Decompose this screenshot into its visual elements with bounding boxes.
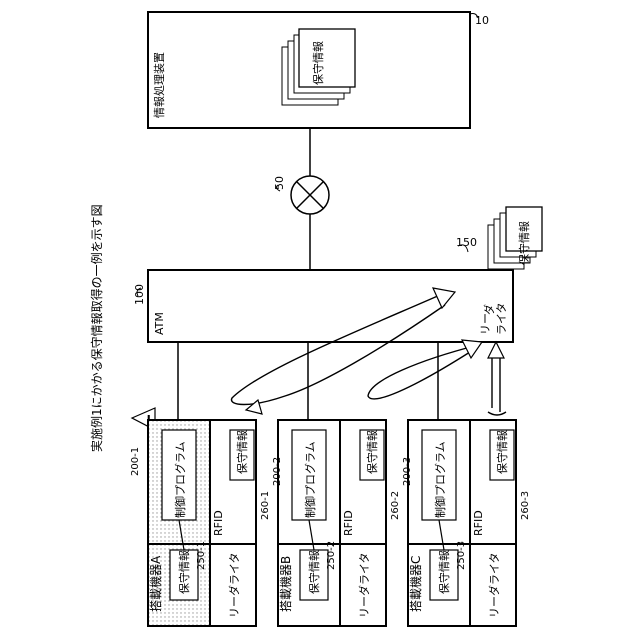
svg-text:搭載機器B: 搭載機器B (278, 556, 293, 612)
network-ref: 50 (273, 176, 286, 190)
svg-text:250-1: 250-1 (196, 541, 207, 570)
svg-text:リーダライタ: リーダライタ (227, 552, 241, 618)
svg-text:250-2: 250-2 (326, 541, 337, 570)
control-program-label: 制御プログラム (303, 441, 317, 518)
svg-text:リーダライタ: リーダライタ (487, 552, 501, 618)
reader-writer-label: リーダライタ (227, 552, 241, 618)
device-info-label: 保守情報 (437, 550, 451, 594)
units-container: 制御プログラム保守情報搭載機器ARFID保守情報リーダライタ200-1250-1… (130, 420, 531, 626)
device-label: 搭載機器A (148, 555, 163, 612)
control-program-label: 制御プログラム (433, 441, 447, 518)
svg-text:ダ: ダ (482, 304, 496, 315)
unit-ref: 200-2 (272, 457, 283, 486)
device-label: 搭載機器C (408, 556, 423, 612)
atm-docs: 保守情報 (488, 207, 542, 269)
device-info-label: 保守情報 (307, 550, 321, 594)
rfid-ref: 260-3 (520, 491, 531, 520)
svg-text:搭載機器C: 搭載機器C (408, 556, 423, 612)
atm-box: ATM 100 (133, 270, 513, 342)
info-processor-label: 情報処理装置 (153, 52, 166, 118)
svg-text:保守情報: 保守情報 (235, 430, 249, 474)
svg-text:260-1: 260-1 (260, 491, 271, 520)
rfid-ref: 260-1 (260, 491, 271, 520)
atm-label: ATM (153, 312, 166, 335)
svg-text:搭載機器A: 搭載機器A (148, 555, 163, 612)
atm-doc-label: 保守情報 (517, 221, 531, 265)
svg-text:260-3: 260-3 (520, 491, 531, 520)
device-info-label: 保守情報 (177, 550, 191, 594)
svg-text:200-1: 200-1 (130, 447, 141, 476)
reader-writer-label: リーダライタ (357, 552, 371, 618)
rfid-label: RFID (212, 510, 225, 536)
info-processor-box: 情報処理装置 10 保守情報 (148, 12, 489, 128)
svg-text:実施例1にかかる保守情報取得の一例を示す図: 実施例1にかかる保守情報取得の一例を示す図 (89, 204, 104, 452)
svg-text:保守情報: 保守情報 (365, 430, 379, 474)
control-program-label: 制御プログラム (173, 441, 187, 518)
svg-text:RFID: RFID (212, 510, 225, 536)
reader-writer-ref: 250-1 (196, 541, 207, 570)
svg-text:200-2: 200-2 (272, 457, 283, 486)
atm-ref: 100 (133, 284, 146, 305)
rfid-info-label: 保守情報 (235, 430, 249, 474)
rfid-ref: 260-2 (390, 491, 401, 520)
unit-ref: 200-1 (130, 447, 141, 476)
info-processor-doc-label: 保守情報 (311, 41, 325, 85)
info-processor-ref: 10 (475, 14, 489, 27)
svg-text:保守情報: 保守情報 (177, 550, 191, 594)
device-unit: 制御プログラム保守情報搭載機器CRFID保守情報リーダライタ200-3250-3… (402, 420, 531, 626)
rfid-info-label: 保守情報 (495, 430, 509, 474)
device-unit: 制御プログラム保守情報搭載機器ARFID保守情報リーダライタ200-1250-1… (130, 420, 271, 626)
rfid-label: RFID (342, 510, 355, 536)
network-link: 50 (273, 128, 329, 270)
svg-text:RFID: RFID (472, 510, 485, 536)
reader-writer-label: リーダライタ (487, 552, 501, 618)
reader-writer-ref: 250-2 (326, 541, 337, 570)
reader-writer-ref: 250-3 (456, 541, 467, 570)
svg-text:保守情報: 保守情報 (307, 550, 321, 594)
svg-text:250-3: 250-3 (456, 541, 467, 570)
svg-text:保守情報: 保守情報 (495, 430, 509, 474)
svg-text:RFID: RFID (342, 510, 355, 536)
svg-text:200-3: 200-3 (402, 457, 413, 486)
svg-text:制御プログラム: 制御プログラム (433, 441, 447, 518)
svg-text:ライタ: ライタ (495, 302, 508, 335)
device-label: 搭載機器B (278, 556, 293, 612)
reader-writer-ref: 150 (456, 236, 477, 249)
figure-caption: 実施例1にかかる保守情報取得の一例を示す図 (89, 204, 104, 452)
rfid-label: RFID (472, 510, 485, 536)
svg-text:保守情報: 保守情報 (437, 550, 451, 594)
svg-text:制御プログラム: 制御プログラム (303, 441, 317, 518)
rfid-info-label: 保守情報 (365, 430, 379, 474)
svg-text:制御プログラム: 制御プログラム (173, 441, 187, 518)
svg-text:リーダライタ: リーダライタ (357, 552, 371, 618)
svg-text:リー: リー (479, 313, 492, 335)
svg-text:260-2: 260-2 (390, 491, 401, 520)
device-unit: 制御プログラム保守情報搭載機器BRFID保守情報リーダライタ200-2250-2… (272, 420, 401, 626)
unit-ref: 200-3 (402, 457, 413, 486)
